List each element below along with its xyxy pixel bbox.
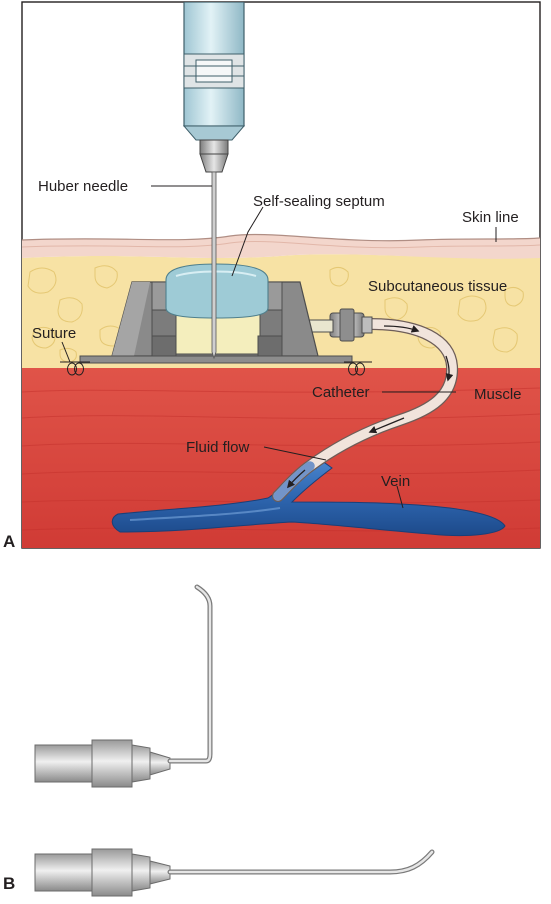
suture-right — [344, 361, 372, 376]
label-skin-line: Skin line — [462, 209, 519, 226]
label-vein: Vein — [381, 473, 410, 490]
syringe — [182, 2, 246, 173]
panel-b: B — [3, 584, 435, 897]
label-self-sealing-septum: Self-sealing septum — [253, 193, 385, 210]
septum — [165, 263, 269, 319]
label-catheter: Catheter — [312, 384, 370, 401]
label-fluid-flow: Fluid flow — [186, 439, 250, 456]
label-subcutaneous-tissue: Subcutaneous tissue — [368, 278, 507, 295]
fat-cells — [27, 265, 524, 363]
suture-left — [60, 361, 90, 376]
bent-needle-shaft — [167, 584, 213, 764]
bent-huber-needle — [34, 584, 213, 788]
leader-lines — [61, 185, 497, 509]
label-huber-needle: Huber needle — [38, 178, 128, 195]
panel-b-letter: B — [3, 874, 15, 893]
label-suture: Suture — [32, 325, 76, 342]
straight-huber-needle — [34, 848, 435, 897]
huber-needle — [211, 171, 217, 360]
panel-a: Huber needle Self-sealing septum Skin li… — [3, 1, 541, 551]
panel-a-letter: A — [3, 532, 15, 551]
skin-line — [22, 233, 540, 242]
straight-needle-shaft — [167, 849, 435, 875]
flow-arrows — [287, 325, 454, 489]
port-base — [79, 355, 353, 364]
label-muscle: Muscle — [474, 386, 522, 403]
